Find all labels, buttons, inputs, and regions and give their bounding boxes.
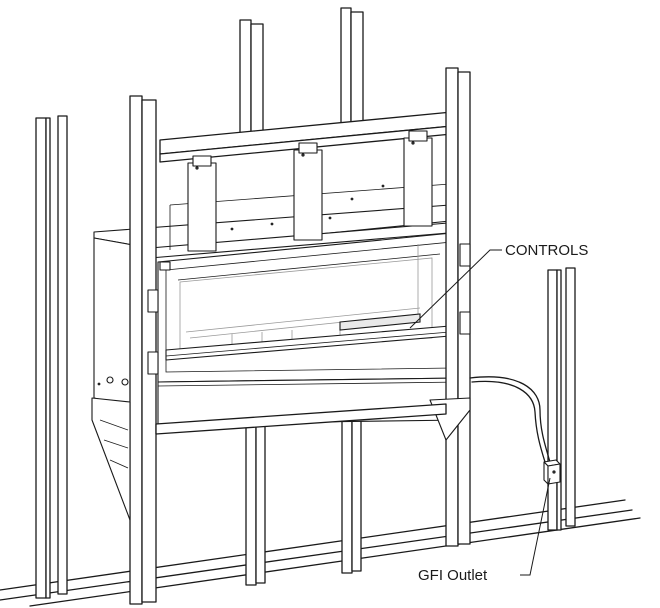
controls-label: CONTROLS — [505, 242, 588, 259]
gfi-outlet-label: GFI Outlet — [418, 567, 488, 584]
standoff-brackets — [187, 130, 433, 252]
mounting-screws — [195, 141, 415, 231]
gfi-outlet-box — [543, 459, 561, 485]
power-conduit — [469, 376, 551, 463]
top-cripple-studs — [239, 7, 364, 141]
fireplace-front-frame — [157, 231, 463, 383]
sill-plate — [155, 403, 447, 435]
lower-cripple-studs — [245, 417, 362, 586]
knockout-holes — [97, 376, 129, 386]
gfi-outlet-callout: GFI Outlet — [418, 477, 551, 584]
floor-plate — [0, 499, 641, 607]
right-wall-studs — [547, 267, 576, 531]
nailing-tabs — [147, 243, 471, 375]
controls-callout: CONTROLS — [409, 242, 588, 329]
left-wall-studs — [35, 115, 68, 599]
